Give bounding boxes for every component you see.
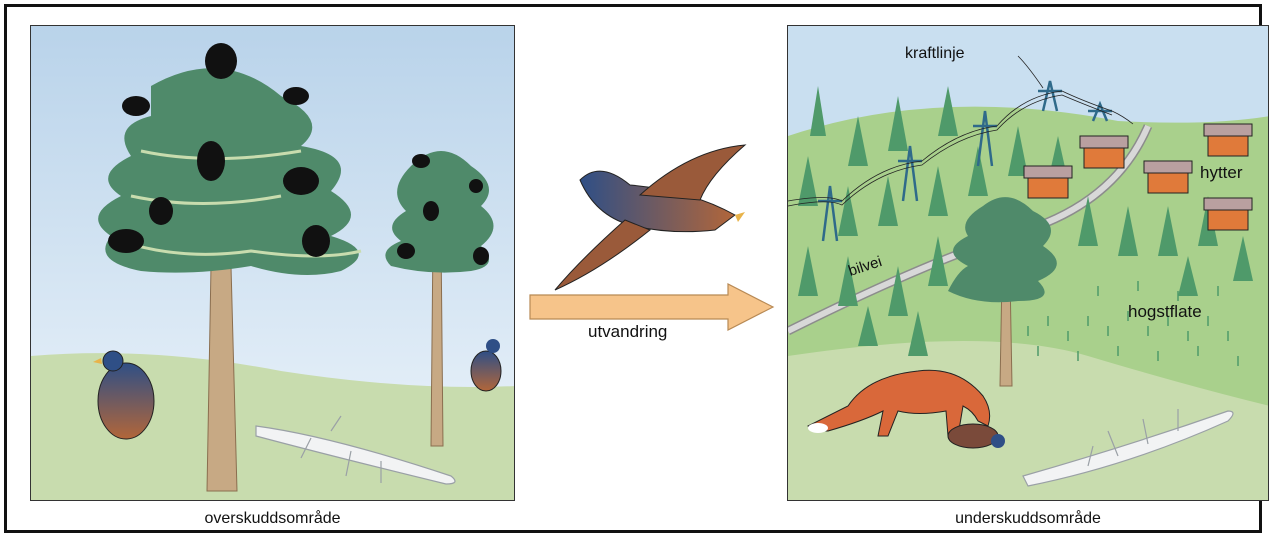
surplus-area-illustration: [31, 26, 515, 501]
clearcut-label: hogstflate: [1128, 302, 1202, 322]
surplus-area-panel: [30, 25, 515, 501]
power-line-label: kraftlinje: [905, 45, 965, 63]
surplus-area-caption: overskuddsområde: [30, 510, 515, 528]
flying-capercaillie: [540, 140, 760, 300]
deficit-area-caption: underskuddsområde: [787, 510, 1269, 528]
cabins-label: hytter: [1200, 163, 1243, 183]
arrow-label: utvandring: [588, 322, 667, 342]
